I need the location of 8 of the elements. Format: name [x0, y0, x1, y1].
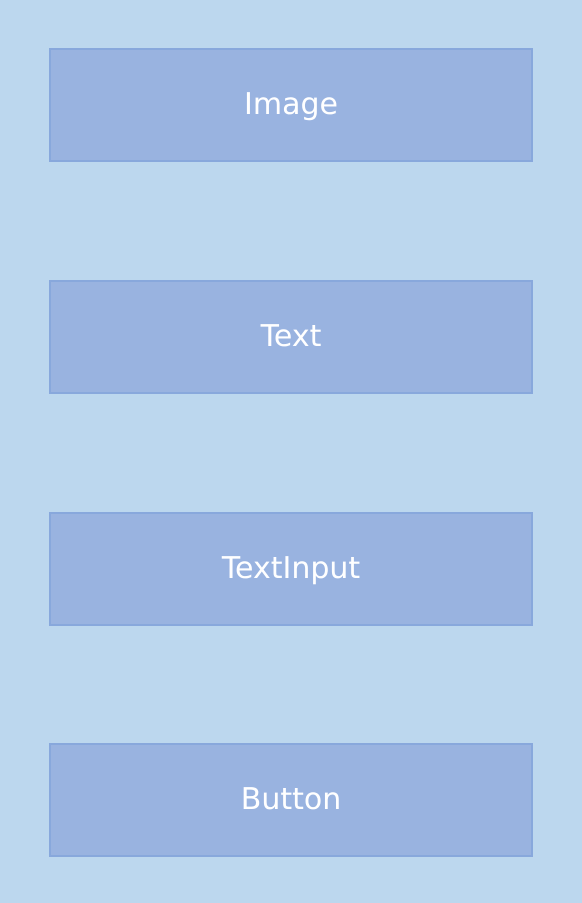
component-box: [49, 512, 533, 626]
component-label: Image: [244, 86, 338, 124]
component-box: [49, 280, 533, 394]
component-label: TextInput: [222, 550, 360, 588]
component-label: Text: [260, 318, 322, 356]
component-box: [49, 48, 533, 162]
component-label: Button: [240, 781, 342, 819]
component-box: [49, 743, 533, 857]
